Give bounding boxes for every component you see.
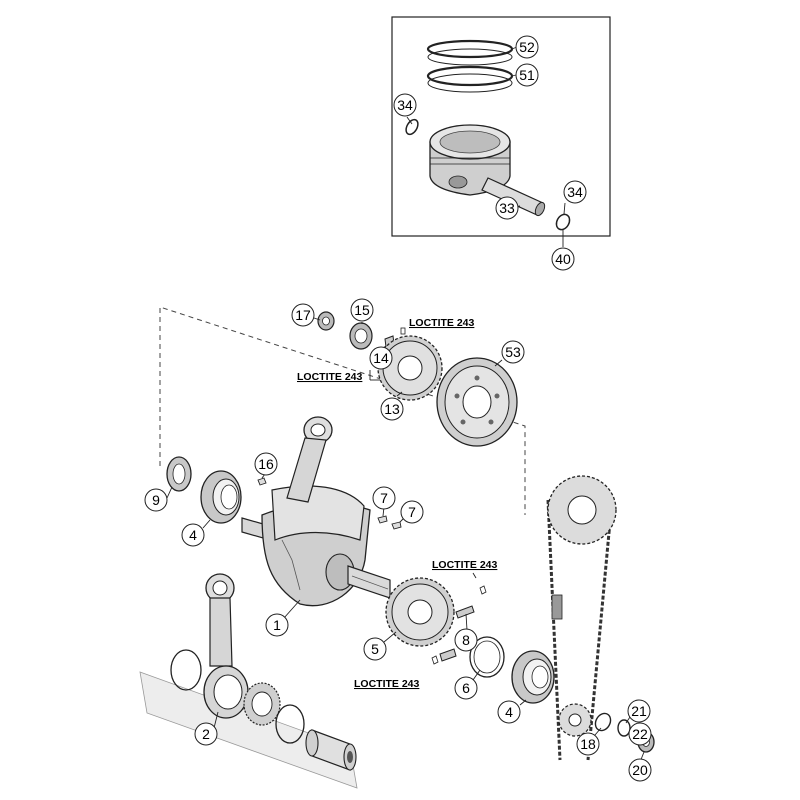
callout-18[interactable]: 18: [576, 732, 600, 756]
lock-nut-14: [400, 327, 406, 335]
circlip-left: [405, 118, 419, 136]
callout-34-left[interactable]: 34: [393, 93, 417, 117]
main-bearing-right: [511, 650, 555, 704]
svg-text:4: 4: [189, 527, 197, 543]
piston: [429, 124, 511, 196]
callout-9[interactable]: 9: [144, 488, 168, 512]
svg-text:5: 5: [371, 641, 379, 657]
callout-17[interactable]: 17: [291, 303, 315, 327]
callout-7-right[interactable]: 7: [400, 500, 424, 524]
washer-21: [617, 719, 631, 737]
callout-4-right[interactable]: 4: [497, 700, 521, 724]
callout-1[interactable]: 1: [265, 613, 289, 637]
svg-text:34: 34: [397, 97, 413, 113]
loctite-note-top: LOCTITE 243: [409, 317, 475, 329]
callout-53[interactable]: 53: [501, 340, 525, 364]
loctite-note-bottom: LOCTITE 243: [354, 678, 420, 690]
callout-15[interactable]: 15: [350, 298, 374, 322]
crank-pin: [305, 729, 357, 771]
callout-4-left[interactable]: 4: [181, 523, 205, 547]
svg-text:13: 13: [384, 401, 400, 417]
svg-text:7: 7: [408, 504, 416, 520]
callout-5[interactable]: 5: [363, 637, 387, 661]
callout-51[interactable]: 51: [515, 63, 539, 87]
leader-lines: [166, 46, 645, 763]
bolt-lower: [439, 648, 457, 662]
svg-text:4: 4: [505, 704, 513, 720]
thrust-washer-right: [275, 704, 305, 744]
woodruff-key-7b: [391, 521, 402, 530]
callout-52[interactable]: 52: [515, 35, 539, 59]
piston-inset: [391, 16, 611, 237]
svg-text:9: 9: [152, 492, 160, 508]
svg-text:51: 51: [519, 67, 535, 83]
callout-34-right[interactable]: 34: [563, 180, 587, 204]
callout-21[interactable]: 21: [627, 699, 651, 723]
callout-14[interactable]: 14: [369, 346, 393, 370]
svg-text:6: 6: [462, 680, 470, 696]
piston-ring-second: [426, 65, 514, 87]
connecting-rod-lower: [203, 573, 249, 719]
circlip-right: [555, 213, 571, 231]
inset-frame: [391, 16, 611, 237]
woodruff-key-7a: [377, 515, 388, 524]
main-bearing-left: [200, 470, 242, 524]
connecting-rod-upper: [286, 416, 333, 503]
svg-text:53: 53: [505, 344, 521, 360]
loctite-note-left: LOCTITE 243: [297, 371, 363, 383]
callout-7-left[interactable]: 7: [372, 486, 396, 510]
svg-text:1: 1: [273, 617, 281, 633]
svg-text:18: 18: [580, 736, 596, 752]
svg-text:14: 14: [373, 350, 389, 366]
callout-33[interactable]: 33: [495, 196, 519, 220]
balancer-gear-13: [377, 335, 443, 401]
callout-2[interactable]: 2: [194, 722, 218, 746]
svg-text:2: 2: [202, 726, 210, 742]
svg-text:7: 7: [380, 490, 388, 506]
svg-text:22: 22: [632, 726, 648, 742]
callout-22[interactable]: 22: [628, 722, 652, 746]
crankshaft-1: [241, 485, 391, 607]
lock-nut-8: [479, 585, 487, 595]
circlip-18: [594, 712, 612, 732]
svg-text:16: 16: [258, 456, 274, 472]
woodruff-key-16: [257, 477, 267, 486]
callout-6[interactable]: 6: [454, 676, 478, 700]
thrust-washer-left: [170, 649, 202, 691]
svg-text:15: 15: [354, 302, 370, 318]
timing-chain: [546, 475, 617, 761]
svg-text:20: 20: [632, 762, 648, 778]
callout-13[interactable]: 13: [380, 397, 404, 421]
callout-40[interactable]: 40: [551, 247, 575, 271]
balancer-weight-53: [436, 357, 518, 447]
callout-8[interactable]: 8: [454, 628, 478, 652]
svg-text:40: 40: [555, 251, 571, 267]
dashed-assembly-outline: [159, 306, 526, 515]
svg-text:52: 52: [519, 39, 535, 55]
conrod-kit-base: [139, 671, 358, 789]
bolt-8: [455, 605, 475, 619]
svg-text:8: 8: [462, 632, 470, 648]
shim-6: [469, 636, 505, 678]
svg-text:33: 33: [499, 200, 515, 216]
svg-text:21: 21: [631, 703, 647, 719]
callout-16[interactable]: 16: [254, 452, 278, 476]
crank-gear-5: [385, 577, 455, 647]
callout-20[interactable]: 20: [628, 758, 652, 782]
callouts: 52 51 34 34 33 40 17 15 14 13 53 16 9 4 …: [144, 35, 652, 782]
svg-text:17: 17: [295, 307, 311, 323]
needle-bearing: [243, 682, 281, 726]
loctite-note-right: LOCTITE 243: [432, 559, 498, 571]
svg-text:34: 34: [567, 184, 583, 200]
piston-pin: [481, 177, 546, 217]
